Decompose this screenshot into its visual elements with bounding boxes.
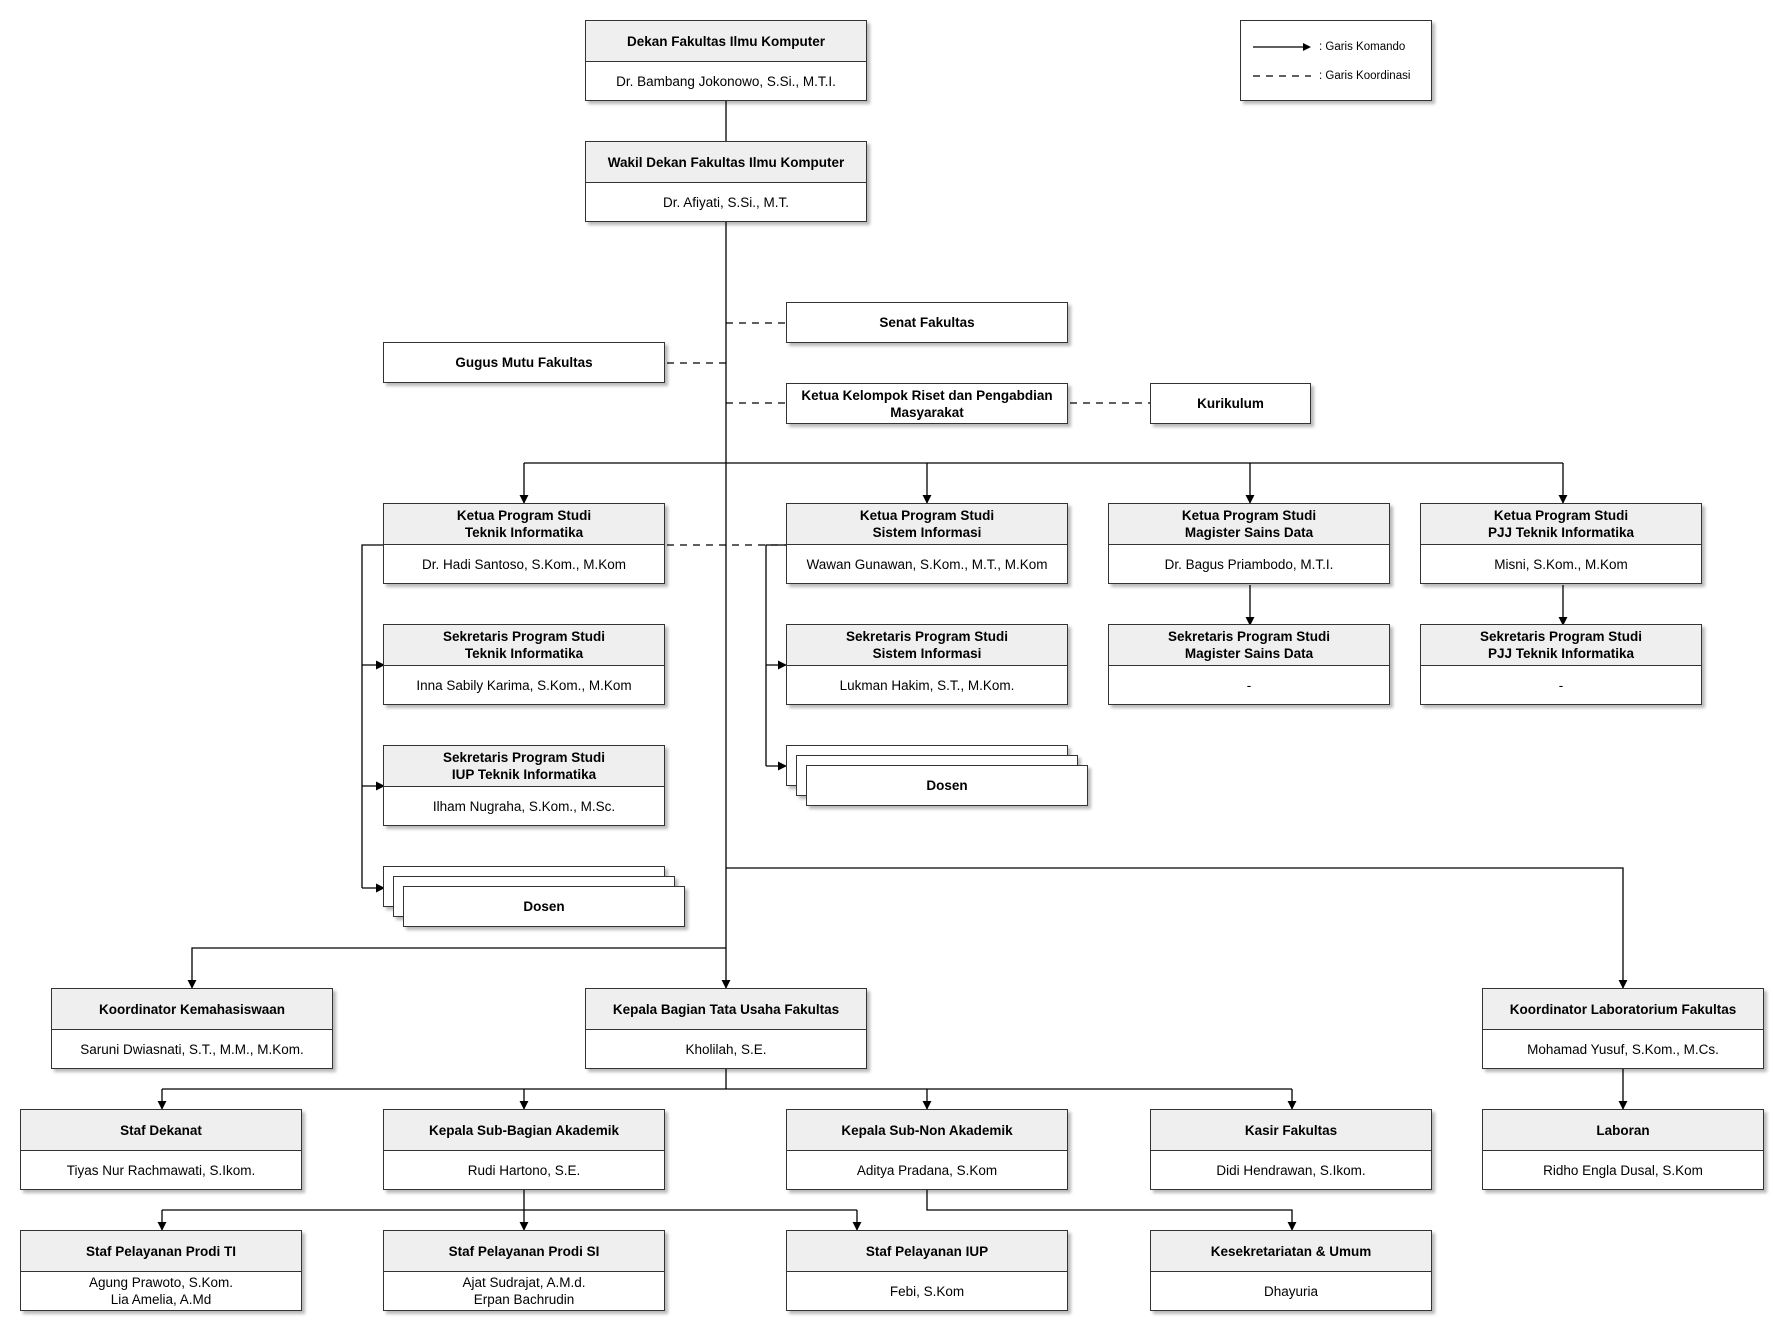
line-non-akademik-kesekretariatan [926, 1190, 1297, 1231]
node-name: Dr. Bagus Priambodo, M.T.I. [1164, 556, 1334, 572]
node-sekprodi-si: Sekretaris Program Studi Sistem Informas… [786, 624, 1068, 705]
node-title: Sekretaris Program Studi Teknik Informat… [384, 625, 664, 666]
node-gugus-mutu: Gugus Mutu Fakultas [383, 342, 665, 383]
line-kemahasiswaan-branch [187, 947, 726, 989]
node-name: - [1558, 677, 1564, 693]
node-sekprodi-msd: Sekretaris Program Studi Magister Sains … [1108, 624, 1390, 705]
node-kabag-tu: Kepala Bagian Tata Usaha Fakultas Kholil… [585, 988, 867, 1069]
node-title: Sekretaris Program Studi PJJ Teknik Info… [1421, 625, 1701, 666]
node-name: Dr. Afiyati, S.Si., M.T. [662, 194, 790, 210]
node-title: Ketua Program Studi Teknik Informatika [384, 504, 664, 545]
node-title: Sekretaris Program Studi Magister Sains … [1109, 625, 1389, 666]
node-koord-lab: Koordinator Laboratorium Fakultas Mohama… [1482, 988, 1764, 1069]
node-dosen-ti: Dosen [403, 886, 685, 927]
line-ti-bracket [361, 544, 384, 888]
node-kurikulum: Kurikulum [1150, 383, 1311, 424]
node-name: Mohamad Yusuf, S.Kom., M.Cs. [1527, 1041, 1719, 1057]
node-senat: Senat Fakultas [786, 302, 1068, 343]
node-kasir: Kasir Fakultas Didi Hendrawan, S.Ikom. [1150, 1109, 1432, 1190]
node-title: Sekretaris Program Studi IUP Teknik Info… [384, 746, 664, 787]
node-dosen-si: Dosen [806, 765, 1088, 806]
node-name: Ajat Sudrajat, A.M.d. Erpan Bachrudin [462, 1275, 586, 1307]
node-kaprodi-msd: Ketua Program Studi Magister Sains Data … [1108, 503, 1390, 584]
node-title: Kepala Sub-Bagian Akademik [384, 1110, 664, 1151]
node-name: - [1246, 677, 1252, 693]
node-kasub-non-akademik: Kepala Sub-Non Akademik Aditya Pradana, … [786, 1109, 1068, 1190]
node-title: Ketua Program Studi Magister Sains Data [1109, 504, 1389, 545]
node-title: Koordinator Kemahasiswaan [52, 989, 332, 1030]
node-title: Staf Pelayanan IUP [787, 1231, 1067, 1272]
node-name: Dr. Hadi Santoso, S.Kom., M.Kom [421, 556, 627, 572]
node-name: Rudi Hartono, S.E. [467, 1162, 581, 1178]
node-name: Kholilah, S.E. [685, 1041, 767, 1057]
node-name: Febi, S.Kom [889, 1283, 965, 1299]
line-lab-branch [726, 867, 1628, 989]
node-name: Misni, S.Kom., M.Kom [1494, 556, 1628, 572]
node-kasubag-akademik: Kepala Sub-Bagian Akademik Rudi Hartono,… [383, 1109, 665, 1190]
node-title: Kepala Sub-Non Akademik [787, 1110, 1067, 1151]
node-title: Wakil Dekan Fakultas Ilmu Komputer [586, 142, 866, 183]
node-laboran: Laboran Ridho Engla Dusal, S.Kom [1482, 1109, 1764, 1190]
node-sekprodi-ti: Sekretaris Program Studi Teknik Informat… [383, 624, 665, 705]
node-name: Saruni Dwiasnati, S.T., M.M., M.Kom. [80, 1041, 304, 1057]
legend: : Garis Komando : Garis Koordinasi [1240, 20, 1432, 101]
node-name: Inna Sabily Karima, S.Kom., M.Kom [416, 677, 632, 693]
node-name: Aditya Pradana, S.Kom [856, 1162, 998, 1178]
node-staf-dekanat: Staf Dekanat Tiyas Nur Rachmawati, S.Iko… [20, 1109, 302, 1190]
node-title: Ketua Program Studi Sistem Informasi [787, 504, 1067, 545]
dashed-line-icon [1253, 75, 1311, 77]
node-title: Kepala Bagian Tata Usaha Fakultas [586, 989, 866, 1030]
node-staf-iup: Staf Pelayanan IUP Febi, S.Kom [786, 1230, 1068, 1311]
node-title: Dekan Fakultas Ilmu Komputer [586, 21, 866, 62]
node-kelompok-riset: Ketua Kelompok Riset dan Pengabdian Masy… [786, 383, 1068, 424]
node-title: Ketua Program Studi PJJ Teknik Informati… [1421, 504, 1701, 545]
node-title: Staf Pelayanan Prodi TI [21, 1231, 301, 1272]
node-title: Koordinator Laboratorium Fakultas [1483, 989, 1763, 1030]
line-si-bracket [765, 544, 786, 766]
node-staf-ti: Staf Pelayanan Prodi TI Agung Prawoto, S… [20, 1230, 302, 1311]
node-name: Lukman Hakim, S.T., M.Kom. [839, 677, 1015, 693]
node-name: Dhayuria [1263, 1283, 1319, 1299]
node-title: Kasir Fakultas [1151, 1110, 1431, 1151]
legend-command: : Garis Komando [1251, 41, 1405, 53]
legend-coordination-label: : Garis Koordinasi [1319, 70, 1411, 82]
node-name: Ilham Nugraha, S.Kom., M.Sc. [432, 798, 616, 814]
node-title: Kesekretariatan & Umum [1151, 1231, 1431, 1272]
node-sekprodi-pjj: Sekretaris Program Studi PJJ Teknik Info… [1420, 624, 1702, 705]
node-name: Agung Prawoto, S.Kom. Lia Amelia, A.Md [88, 1275, 234, 1307]
node-title: Staf Pelayanan Prodi SI [384, 1231, 664, 1272]
node-koord-kemahasiswaan: Koordinator Kemahasiswaan Saruni Dwiasna… [51, 988, 333, 1069]
legend-command-label: : Garis Komando [1319, 41, 1406, 53]
node-name: Ridho Engla Dusal, S.Kom [1543, 1162, 1703, 1178]
node-kaprodi-ti: Ketua Program Studi Teknik Informatika D… [383, 503, 665, 584]
node-title: Sekretaris Program Studi Sistem Informas… [787, 625, 1067, 666]
node-dekan: Dekan Fakultas Ilmu Komputer Dr. Bambang… [585, 20, 867, 101]
coordination-lines [667, 322, 1150, 546]
node-sekprodi-iup: Sekretaris Program Studi IUP Teknik Info… [383, 745, 665, 826]
node-kaprodi-si: Ketua Program Studi Sistem Informasi Waw… [786, 503, 1068, 584]
legend-coordination: : Garis Koordinasi [1251, 70, 1410, 82]
solid-arrow-icon [1253, 43, 1311, 51]
node-name: Wawan Gunawan, S.Kom., M.T., M.Kom [806, 556, 1048, 572]
node-wakil-dekan: Wakil Dekan Fakultas Ilmu Komputer Dr. A… [585, 141, 867, 222]
node-kesekretariatan: Kesekretariatan & Umum Dhayuria [1150, 1230, 1432, 1311]
node-name: Didi Hendrawan, S.Ikom. [1216, 1162, 1366, 1178]
node-kaprodi-pjj: Ketua Program Studi PJJ Teknik Informati… [1420, 503, 1702, 584]
node-title: Staf Dekanat [21, 1110, 301, 1151]
node-name: Tiyas Nur Rachmawati, S.Ikom. [66, 1162, 256, 1178]
node-staf-si: Staf Pelayanan Prodi SI Ajat Sudrajat, A… [383, 1230, 665, 1311]
node-title: Laboran [1483, 1110, 1763, 1151]
node-name: Dr. Bambang Jokonowo, S.Si., M.T.I. [616, 73, 836, 89]
